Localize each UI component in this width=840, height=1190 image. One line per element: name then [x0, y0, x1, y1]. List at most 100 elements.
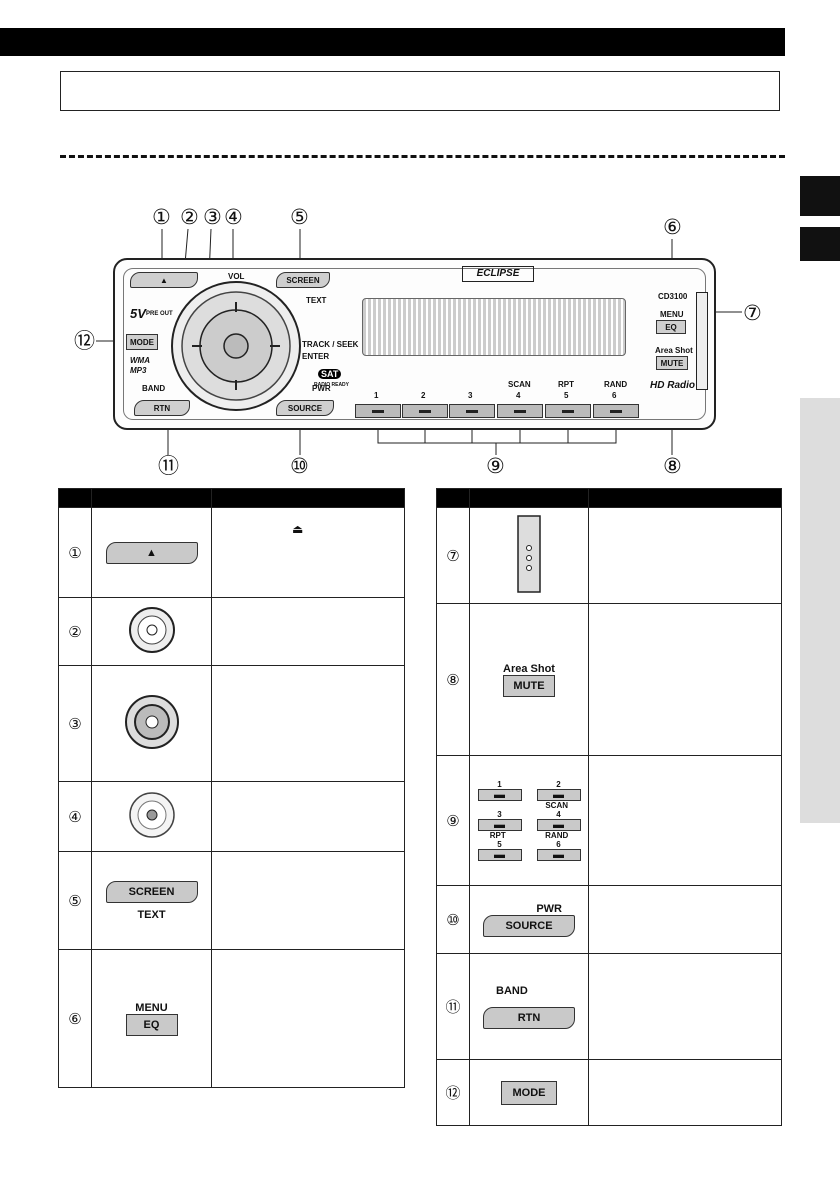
preset-3-icon: ▬: [477, 819, 522, 831]
eject-icon: ▲: [105, 541, 198, 564]
callout-10: ⑩: [290, 454, 309, 478]
rtn-button-icon: RTN: [483, 1006, 575, 1029]
model-label: CD3100: [658, 292, 688, 301]
area-shot-label: Area Shot: [655, 346, 693, 355]
preset-6-icon: ▬: [536, 849, 581, 861]
preset-3-label: 3: [497, 810, 502, 819]
row-num: ⑨: [436, 755, 470, 886]
preset-button-3[interactable]: [449, 404, 495, 418]
screen-button-icon: SCREEN: [105, 880, 198, 903]
brand-logo: ECLIPSE: [462, 266, 534, 282]
radio-ready-label: RADIO READY: [314, 382, 350, 388]
row-num: ⑧: [436, 603, 470, 756]
rand-label: RAND: [545, 831, 569, 840]
preset-2-icon: ▬: [536, 789, 581, 801]
hd-radio-logo: HD Radio: [650, 380, 695, 391]
track-seek-label: TRACK / SEEK: [302, 340, 359, 349]
preset-button-5[interactable]: [545, 404, 591, 418]
eq-button[interactable]: EQ: [656, 320, 686, 334]
callout-5: ⑤: [290, 205, 309, 229]
scan-label: SCAN: [508, 380, 531, 389]
screen-button[interactable]: SCREEN: [276, 272, 330, 288]
preset-5-label: 5: [564, 391, 569, 400]
preset-button-6[interactable]: [593, 404, 639, 418]
callout-8: ⑧: [663, 454, 682, 478]
dashed-divider: [60, 155, 785, 158]
section-tab-1: [800, 176, 840, 216]
preset-2-label: 2: [556, 780, 561, 789]
text-label: TEXT: [306, 296, 327, 305]
callout-11: ⑪: [158, 454, 179, 478]
sat-logo: SAT: [318, 369, 342, 379]
callout-7: ⑦: [743, 301, 762, 325]
menu-top-label: MENU: [135, 1001, 168, 1014]
preset-4-icon: ▬: [536, 819, 581, 831]
row-num: ⑪: [436, 953, 470, 1060]
area-shot-top-label: Area Shot: [503, 662, 555, 675]
preset-5-icon: ▬: [477, 849, 522, 861]
preset-6-label: 6: [612, 391, 617, 400]
section-tab-2: [800, 227, 840, 261]
eject-symbol-icon: ⏏: [292, 522, 304, 536]
preset-2-label: 2: [421, 391, 426, 400]
preset-1-icon: ▬: [477, 789, 522, 801]
rand-label: RAND: [604, 380, 628, 389]
eject-button[interactable]: ▲: [130, 272, 198, 288]
mode-button[interactable]: MODE: [126, 334, 158, 350]
knob-center-icon: [128, 792, 175, 838]
pre-out-label: PRE OUT: [146, 311, 173, 317]
callout-1: ①: [152, 205, 171, 229]
lcd-display: [362, 298, 626, 356]
mode-button-icon: MODE: [501, 1080, 557, 1105]
preset-1-label: 1: [497, 780, 502, 789]
rtn-button[interactable]: RTN: [134, 400, 190, 416]
volume-knob[interactable]: [168, 278, 304, 414]
knob-outer-ring-icon: [128, 607, 175, 653]
source-button[interactable]: SOURCE: [276, 400, 334, 416]
band-top-label: BAND: [496, 984, 528, 997]
row-num: ②: [58, 597, 92, 666]
mp3-logo: MP3: [130, 366, 147, 375]
section-title-box: [60, 71, 780, 111]
callout-2: ②: [180, 205, 199, 229]
row-num: ⑦: [436, 507, 470, 604]
release-button-icon: [517, 515, 541, 593]
scan-label: SCAN: [545, 801, 568, 810]
header-bar: [0, 28, 785, 56]
preset-button-2[interactable]: [402, 404, 448, 418]
mute-button-icon: MUTE: [503, 674, 555, 697]
vol-label: VOL: [228, 272, 245, 281]
release-button[interactable]: [696, 292, 708, 390]
preset-button-1[interactable]: [355, 404, 401, 418]
callout-12: ⑫: [74, 329, 95, 353]
text-sub-label: TEXT: [137, 908, 166, 921]
row-num: ③: [58, 665, 92, 782]
row-num: ⑩: [436, 885, 470, 954]
knob-middle-ring-icon: [124, 695, 179, 749]
row-num: ⑥: [58, 949, 92, 1088]
enter-label: ENTER: [302, 352, 330, 361]
wma-logo: WMA: [130, 356, 150, 365]
pwr-top-label: PWR: [536, 902, 562, 915]
preset-5-label: 5: [497, 840, 502, 849]
callout-4: ④: [224, 205, 243, 229]
preset-6-label: 6: [556, 840, 561, 849]
band-label: BAND: [142, 384, 166, 393]
mute-button[interactable]: MUTE: [656, 356, 688, 370]
rpt-label: RPT: [489, 831, 506, 840]
source-button-icon: SOURCE: [483, 914, 575, 937]
pwr-label: PWR: [312, 384, 331, 393]
menu-label: MENU: [660, 310, 684, 319]
preset-3-label: 3: [468, 391, 473, 400]
callout-6: ⑥: [663, 215, 682, 239]
side-index-strip: [800, 398, 840, 823]
eq-button-icon: EQ: [125, 1013, 178, 1036]
preset-button-4[interactable]: [497, 404, 543, 418]
preset-4-label: 4: [516, 391, 521, 400]
row-num: ①: [58, 507, 92, 598]
row-num: ④: [58, 781, 92, 852]
rpt-label: RPT: [558, 380, 574, 389]
row-num: ⑫: [436, 1059, 470, 1126]
